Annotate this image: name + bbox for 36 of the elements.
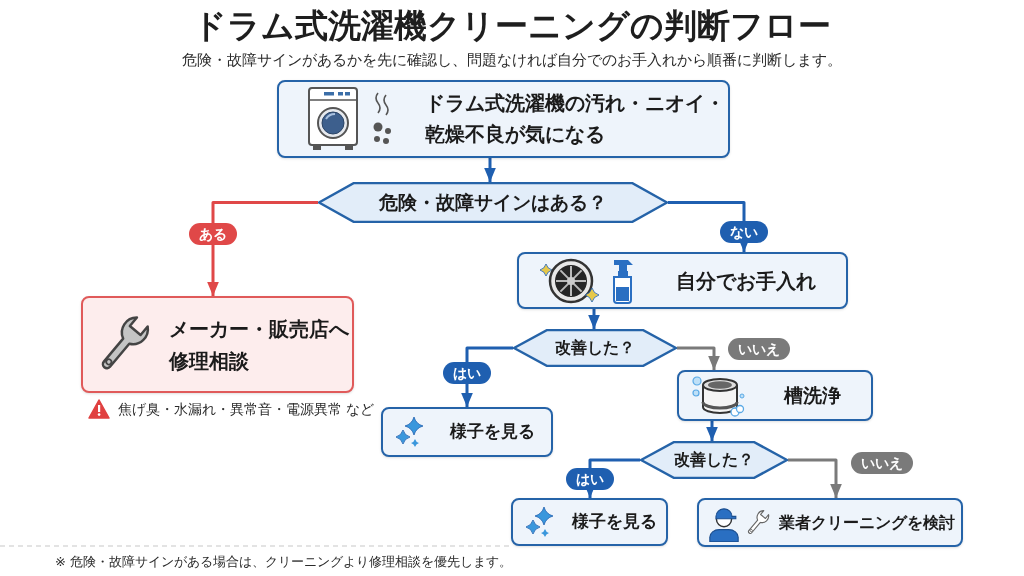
step-text: 自分でお手入れ	[674, 267, 817, 295]
step-text: メーカー・販売店へ修理相談	[169, 315, 350, 375]
step-text: 様子を見る	[448, 420, 536, 444]
step-text: 槽洗浄	[782, 383, 842, 409]
decision-hexagon	[513, 329, 677, 367]
decision-hexagon	[318, 182, 668, 223]
process-box	[511, 498, 668, 546]
edge-label: いいえ	[851, 452, 913, 474]
question-text: 改善した？	[555, 337, 635, 359]
step-text: 業者クリーニングを検討	[778, 511, 956, 534]
decision-hexagon	[640, 441, 788, 479]
edge-label: はい	[443, 362, 491, 384]
process-box	[697, 498, 963, 547]
connector-arrow	[588, 309, 600, 329]
process-box	[277, 80, 730, 158]
connector-arrow	[207, 201, 318, 296]
edge-label: ある	[189, 223, 237, 245]
process-box	[517, 252, 848, 309]
connector-arrow	[484, 158, 496, 182]
process-box	[677, 370, 873, 421]
subtitle: 危険・故障サインがあるかを先に確認し、問題なければ自分でのお手入れから順番に判断します。	[182, 50, 842, 70]
connector-arrow	[706, 421, 718, 441]
process-box	[381, 407, 553, 457]
title: ドラム式洗濯機クリーニングの判断フロー	[193, 5, 831, 47]
question-text: 危険・故障サインはある？	[379, 190, 607, 216]
connector-arrow	[788, 458, 842, 498]
edge-label: いいえ	[728, 338, 790, 360]
footnote: ※ 危険・故障サインがある場合は、クリーニングより修理相談を優先します。	[55, 553, 513, 571]
connector-arrow	[677, 346, 720, 370]
alert-box	[81, 296, 354, 393]
question-text: 改善した？	[674, 449, 754, 471]
edge-label: ない	[720, 221, 768, 243]
note-text: 焦げ臭・水漏れ・異常音・電源異常 など	[118, 400, 375, 419]
step-text: 様子を見る	[571, 510, 658, 534]
edge-label: はい	[566, 468, 614, 490]
step-text: ドラム式洗濯機の汚れ・ニオイ・乾燥不良が気になる	[425, 90, 725, 148]
